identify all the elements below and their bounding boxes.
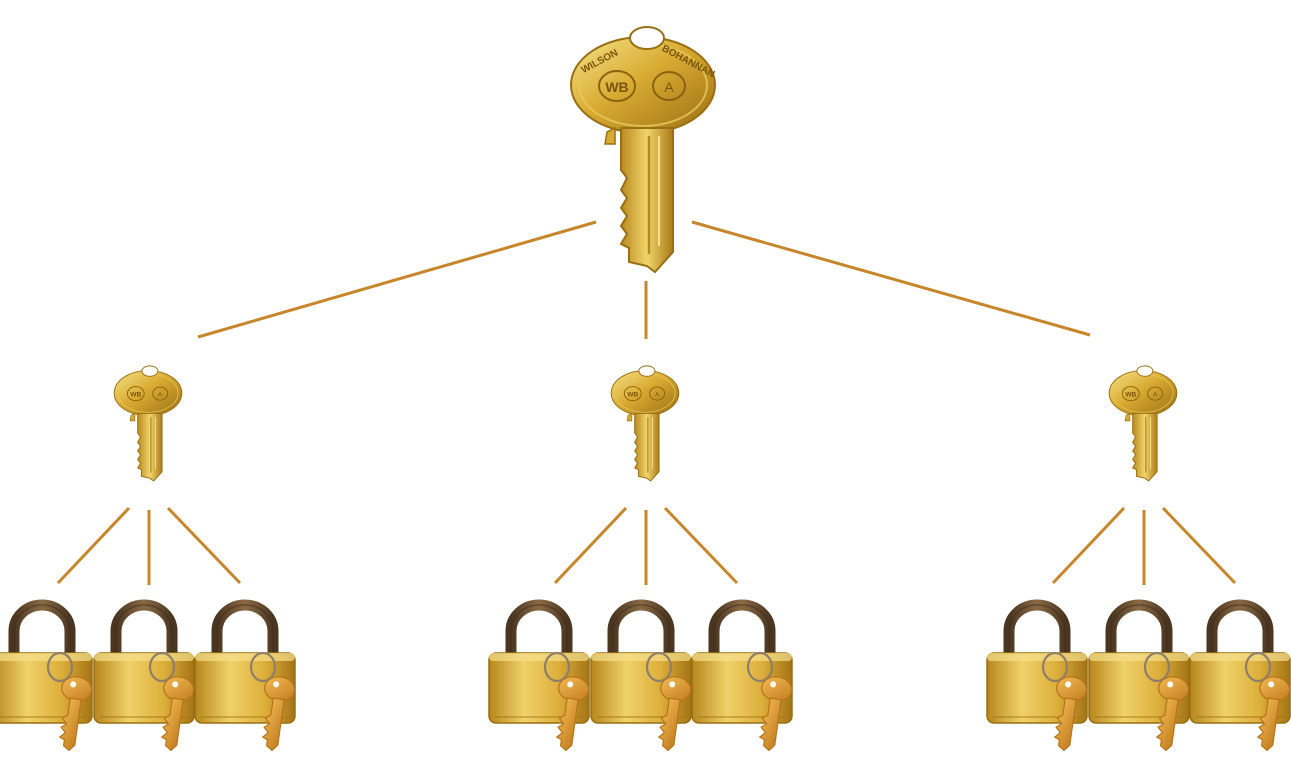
connector-master-1-lock-3: [168, 508, 240, 583]
key-monogram: WB: [1125, 391, 1136, 398]
lock-1-1: [0, 605, 93, 752]
lock-2-1: [489, 605, 590, 752]
connector-master-1-lock-1: [58, 508, 129, 583]
connector-master-3-lock-3: [1163, 508, 1235, 583]
key-grade: A: [655, 391, 660, 398]
lock-3-2: [1089, 605, 1190, 752]
lock-3-1: [987, 605, 1088, 752]
key-monogram: WB: [605, 79, 628, 95]
lock-1-2: [94, 605, 195, 752]
connector-master-2-lock-3: [665, 508, 737, 583]
connector-master-3-lock-1: [1053, 508, 1124, 583]
padlocks-layer: [0, 605, 1291, 752]
key-monogram: WB: [130, 391, 141, 398]
connector-grand-master-3: [692, 222, 1090, 335]
lock-3-3: [1190, 605, 1291, 752]
key-grade: A: [1153, 391, 1158, 398]
connector-master-2-lock-1: [555, 508, 626, 583]
key-monogram: WB: [627, 391, 638, 398]
key-grade: A: [158, 391, 163, 398]
lock-2-3: [692, 605, 793, 752]
master-key-1: WB A: [114, 366, 182, 481]
lock-1-3: [195, 605, 296, 752]
lock-2-2: [591, 605, 692, 752]
master-key-3: WB A: [1109, 366, 1177, 481]
connector-grand-master-1: [198, 222, 596, 337]
master-key-2: WB A: [611, 366, 679, 481]
key-grade: A: [664, 79, 674, 95]
